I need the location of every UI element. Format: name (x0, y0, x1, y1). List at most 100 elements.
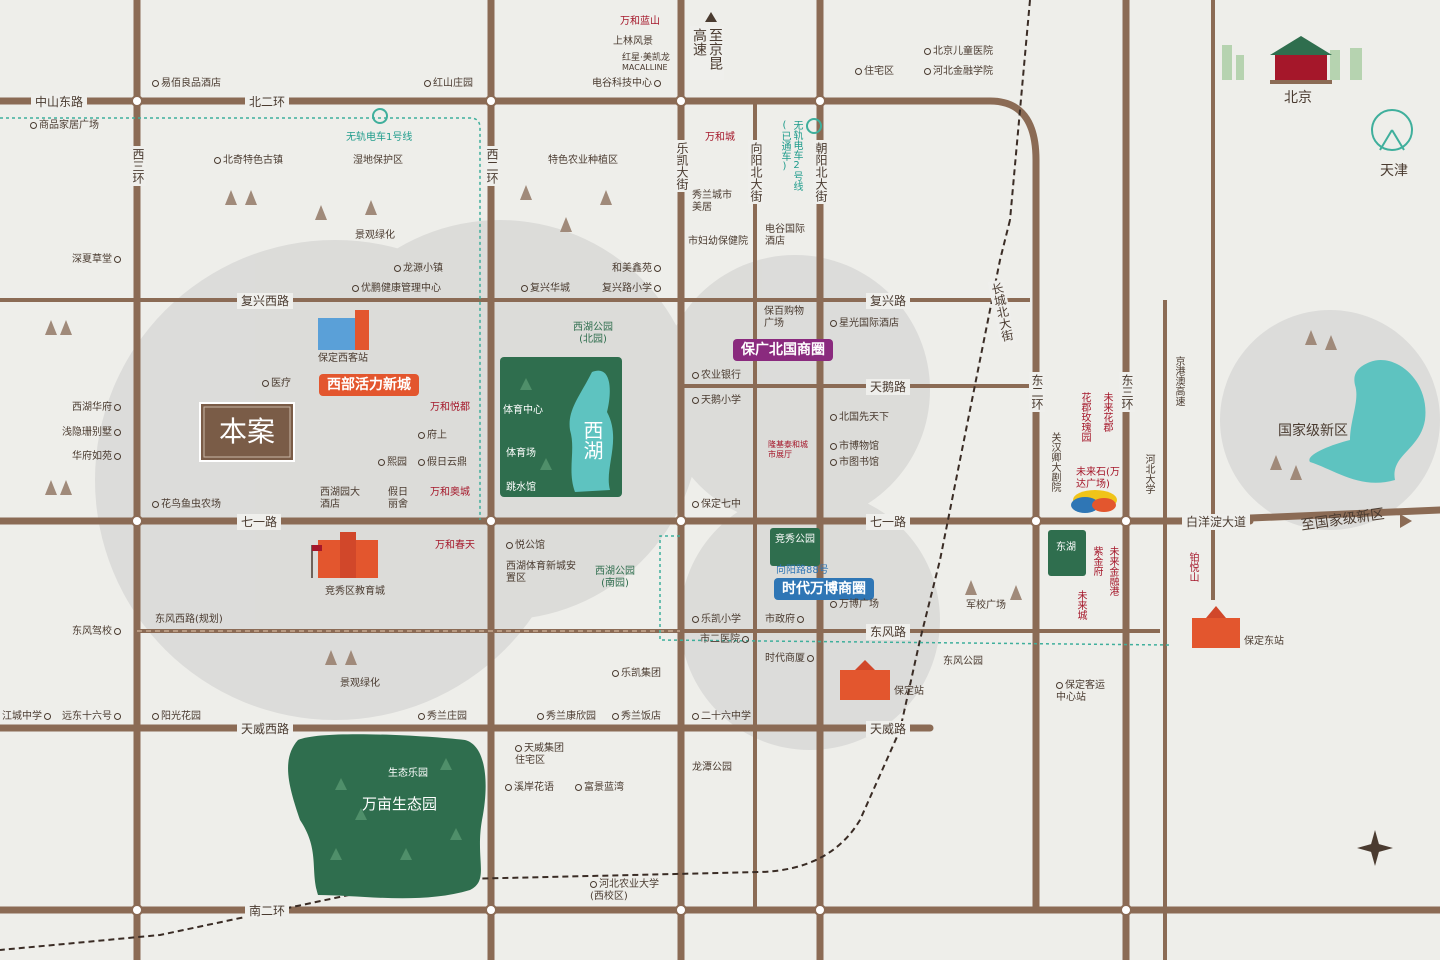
poi-item[interactable]: 保定东站 (1244, 636, 1284, 647)
poi-item[interactable]: 浅隐珊别墅 (62, 427, 123, 439)
label-beijing[interactable]: 北京 (1284, 90, 1312, 106)
poi-item[interactable]: 市妇幼保健院 (688, 236, 748, 247)
poi-item[interactable]: 西湖园大酒店 (320, 487, 360, 510)
tag-wanhe-lanshan[interactable]: 万和蓝山 (620, 16, 660, 27)
banner-shidai[interactable]: 时代万博商圈 (774, 578, 874, 600)
poi-item[interactable]: 西湖华府 (72, 402, 123, 414)
poi-item[interactable]: 远东十六号 (62, 711, 123, 723)
poi-item[interactable]: 军校广场 (966, 600, 1006, 611)
poi-item[interactable]: 红山庄园 (424, 78, 473, 90)
tag-weilai-finance[interactable]: 未来金融港 (1107, 546, 1118, 596)
poi-item[interactable]: 铂悦山 (1187, 552, 1198, 582)
poi-item[interactable]: 向阳路88号 (776, 565, 829, 576)
tag-wanhe-chuntian[interactable]: 万和春天 (435, 540, 475, 551)
poi-item[interactable]: 乐凯小学 (692, 614, 741, 626)
poi-item[interactable]: 华府如苑 (72, 451, 123, 463)
tag-huajun-meigui[interactable]: 花郡玫瑰园 (1079, 392, 1090, 442)
poi-item[interactable]: 龙潭公园 (692, 762, 732, 773)
label-wanmu-park[interactable]: 万亩生态园 (362, 795, 438, 813)
poi-item[interactable]: 秀兰饭店 (612, 711, 661, 723)
label-xihu-lake[interactable]: 西湖 (580, 420, 604, 460)
poi-item[interactable]: 花鸟鱼虫农场 (152, 499, 221, 511)
poi-item[interactable]: 湿地保护区 (353, 155, 403, 166)
poi-item[interactable]: 农业银行 (692, 370, 741, 382)
label-xihu-north[interactable]: 西湖公园(北园) (573, 322, 613, 345)
poi-item[interactable]: 天鹅小学 (692, 395, 741, 407)
label-stadium[interactable]: 体育场 (506, 448, 536, 459)
tag-zijin-fu[interactable]: 紫金府 (1091, 546, 1102, 576)
poi-item[interactable]: 龙源小镇 (394, 263, 443, 275)
poi-item[interactable]: 西湖体育新城安置区 (506, 561, 576, 584)
label-donghu[interactable]: 东湖 (1056, 542, 1076, 553)
poi-item[interactable]: 市图书馆 (830, 457, 879, 469)
poi-item[interactable]: 复兴华城 (521, 283, 570, 295)
poi-item[interactable]: 天威集团住宅区 (515, 743, 564, 766)
poi-item[interactable]: 河北大学 (1143, 454, 1154, 494)
banner-west-vitality[interactable]: 西部活力新城 (319, 374, 419, 396)
poi-item[interactable]: 河北金融学院 (924, 66, 993, 78)
tag-weilai-huajun[interactable]: 未来花郡 (1101, 392, 1112, 432)
poi-item[interactable]: 上林风景 (613, 36, 653, 47)
tag-wanhe-cheng[interactable]: 万和城 (705, 132, 735, 143)
poi-item[interactable]: 溪岸花语 (505, 782, 554, 794)
poi-item[interactable]: 二十六中学 (692, 711, 751, 723)
poi-item[interactable]: 电谷国际酒店 (765, 224, 805, 247)
label-sports-center[interactable]: 体育中心 (503, 405, 543, 416)
poi-item[interactable]: 星光国际酒店 (830, 318, 899, 330)
poi-item[interactable]: 北奇特色古镇 (214, 155, 283, 167)
poi-item[interactable]: 保百购物广场 (764, 306, 804, 329)
poi-item[interactable]: 景观绿化 (355, 230, 395, 241)
poi-item[interactable]: 电谷科技中心 (592, 78, 663, 90)
label-xihu-south[interactable]: 西湖公园(南园) (595, 566, 635, 589)
poi-item[interactable]: 竞秀区教育城 (325, 586, 385, 597)
poi-item[interactable]: 市政府 (765, 614, 806, 626)
poi-item[interactable]: 熙园 (378, 457, 407, 469)
poi-item[interactable]: 商品家居广场 (30, 120, 99, 132)
poi-item[interactable]: 富景蓝湾 (575, 782, 624, 794)
poi-item[interactable]: MACALLINE (622, 63, 668, 72)
label-jingxiu-park[interactable]: 竞秀公园 (775, 534, 815, 545)
poi-item[interactable]: 江城中学 (2, 711, 53, 723)
poi-item[interactable]: 乐凯集团 (612, 668, 661, 680)
banner-baoguang[interactable]: 保广北国商圈 (733, 339, 833, 361)
poi-item[interactable]: 假日丽舍 (388, 487, 408, 510)
poi-item[interactable]: 保定七中 (692, 499, 741, 511)
poi-item[interactable]: 阳光花园 (152, 711, 201, 723)
poi-item[interactable]: 医疗 (262, 378, 291, 390)
poi-item[interactable]: 时代商厦 (765, 653, 816, 665)
poi-item[interactable]: 复兴路小学 (602, 283, 663, 295)
label-shengtai-park[interactable]: 生态乐园 (388, 768, 428, 779)
tag-wanhe-yuedu[interactable]: 万和悦都 (430, 402, 470, 413)
poi-item[interactable]: 易佰良品酒店 (152, 78, 221, 90)
label-tianjin[interactable]: 天津 (1380, 163, 1408, 179)
poi-item[interactable]: 保定站 (894, 686, 924, 697)
poi-item[interactable]: 河北农业大学(西校区) (590, 879, 659, 902)
tag-weilai-cheng[interactable]: 未来城 (1075, 590, 1086, 620)
label-diving[interactable]: 跳水馆 (506, 482, 536, 493)
poi-item[interactable]: 市博物馆 (830, 441, 879, 453)
poi-item[interactable]: 景观绿化 (340, 678, 380, 689)
poi-item[interactable]: 秀兰城市美居 (692, 190, 732, 213)
poi-item[interactable]: 东风公园 (943, 656, 983, 667)
project-label[interactable]: 本案 (218, 415, 275, 448)
poi-item[interactable]: 优鹏健康管理中心 (352, 283, 441, 295)
poi-item[interactable]: 东风驾校 (72, 626, 123, 638)
poi-item[interactable]: 秀兰康欣园 (537, 711, 596, 723)
poi-item[interactable]: 府上 (418, 430, 447, 442)
label-xinqu[interactable]: 国家级新区 (1278, 423, 1348, 439)
poi-item[interactable]: 关汉卿大剧院 (1049, 432, 1060, 492)
poi-item[interactable]: 市二医院 (700, 634, 751, 646)
tag-wanhe-aocheng[interactable]: 万和奥城 (430, 487, 470, 498)
poi-item[interactable]: 特色农业种植区 (548, 155, 618, 166)
poi-item[interactable]: 万博广场 (830, 599, 879, 611)
poi-item[interactable]: 和美鑫苑 (612, 263, 663, 275)
poi-item[interactable]: 保定客运中心站 (1056, 680, 1105, 703)
poi-item[interactable]: 未来石(万达广场) (1076, 467, 1120, 490)
poi-item[interactable]: 红星·美凯龙 (622, 53, 670, 63)
poi-item[interactable]: 假日云鼎 (418, 457, 467, 469)
poi-item[interactable]: 悦公馆 (506, 540, 545, 552)
poi-item[interactable]: 保定西客站 (318, 353, 368, 364)
poi-item[interactable]: 秀兰庄园 (418, 711, 467, 723)
poi-item[interactable]: 深夏草堂 (72, 254, 123, 266)
